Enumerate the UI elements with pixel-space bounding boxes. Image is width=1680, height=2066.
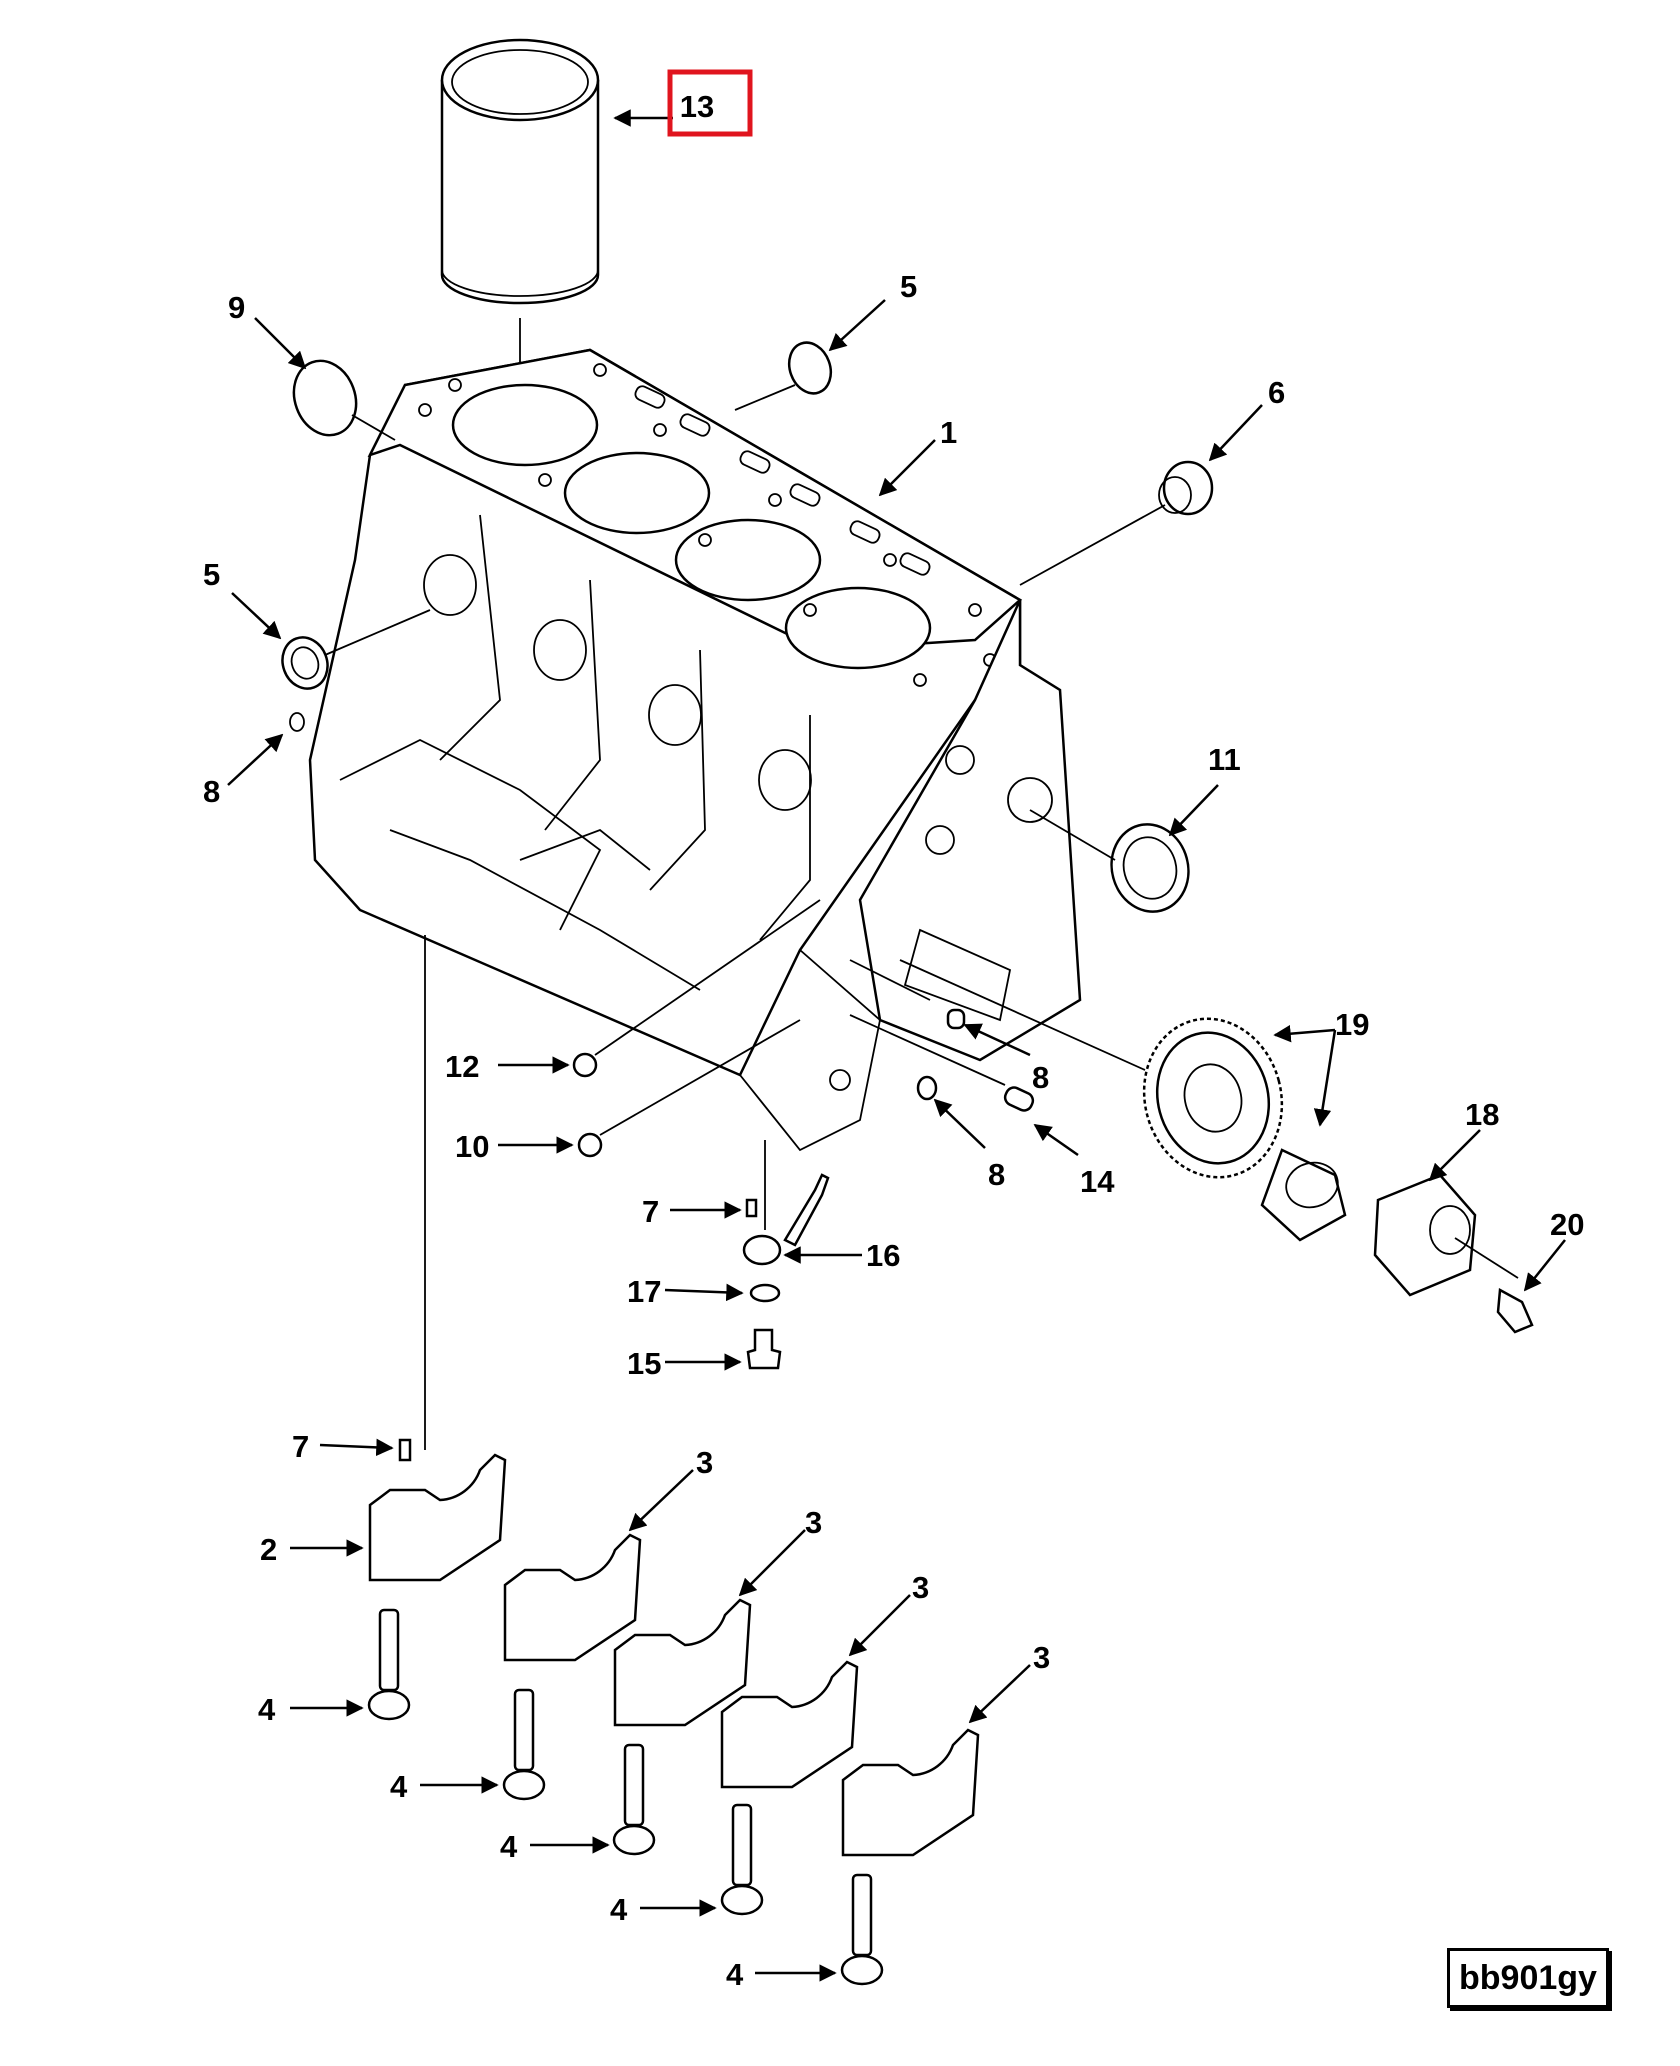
callout-17: 17 xyxy=(627,1274,661,1309)
main-bearing-caps xyxy=(368,1438,980,1857)
callout-3-d: 3 xyxy=(1033,1640,1050,1675)
callout-4-e: 4 xyxy=(726,1957,744,1992)
leader-arrows xyxy=(227,109,1566,1982)
callout-5-left: 5 xyxy=(203,557,220,592)
callout-13: 13 xyxy=(680,89,714,124)
plug-right xyxy=(1019,460,1214,586)
callout-11: 11 xyxy=(1208,742,1241,777)
callout-5-top: 5 xyxy=(900,269,917,304)
seal-ring-left xyxy=(281,609,431,690)
expansion-plug-left xyxy=(292,359,396,441)
idler-bolt xyxy=(1496,1287,1534,1334)
expansion-plug-top xyxy=(734,341,833,411)
camshaft-bushing xyxy=(1029,809,1190,913)
callout-10: 10 xyxy=(455,1129,489,1164)
callout-12: 12 xyxy=(445,1049,479,1084)
callout-15: 15 xyxy=(627,1346,661,1381)
callout-6: 6 xyxy=(1268,375,1285,410)
reference-code-label: bb901gy xyxy=(1447,1948,1609,2008)
callout-7-low: 7 xyxy=(292,1429,309,1464)
dowel-pins xyxy=(572,899,1035,1158)
idler-shaft xyxy=(1373,1173,1519,1297)
oil-jet-assembly xyxy=(424,935,830,1450)
callout-8-low: 8 xyxy=(988,1157,1005,1192)
callout-7-mid: 7 xyxy=(642,1194,659,1229)
callout-labels: 13 5 9 1 6 5 8 11 19 18 20 8 8 14 12 10 … xyxy=(203,89,1584,1992)
callout-19: 19 xyxy=(1335,1007,1369,1042)
callout-3-b: 3 xyxy=(805,1505,822,1540)
callout-3-a: 3 xyxy=(696,1445,713,1480)
callout-4-d: 4 xyxy=(610,1892,628,1927)
callout-16: 16 xyxy=(866,1238,900,1273)
callout-4-c: 4 xyxy=(500,1829,518,1864)
idler-gear xyxy=(899,959,1284,1179)
main-bearing-bolts xyxy=(367,1608,884,1986)
oring-left xyxy=(289,712,305,732)
callout-4-b: 4 xyxy=(390,1769,408,1804)
callout-2: 2 xyxy=(260,1532,277,1567)
callout-3-c: 3 xyxy=(912,1570,929,1605)
callout-18: 18 xyxy=(1465,1097,1499,1132)
callout-4-a: 4 xyxy=(258,1692,276,1727)
idler-bushing xyxy=(1260,1148,1347,1242)
callout-9: 9 xyxy=(228,290,245,325)
callout-14: 14 xyxy=(1080,1164,1115,1199)
callout-1: 1 xyxy=(940,415,957,450)
callout-8-mid: 8 xyxy=(1032,1060,1049,1095)
cylinder-liner xyxy=(440,38,600,430)
highlight-box xyxy=(667,69,753,137)
engine-block xyxy=(308,348,1082,1152)
callout-20: 20 xyxy=(1550,1207,1584,1242)
callout-8-left: 8 xyxy=(203,774,220,809)
